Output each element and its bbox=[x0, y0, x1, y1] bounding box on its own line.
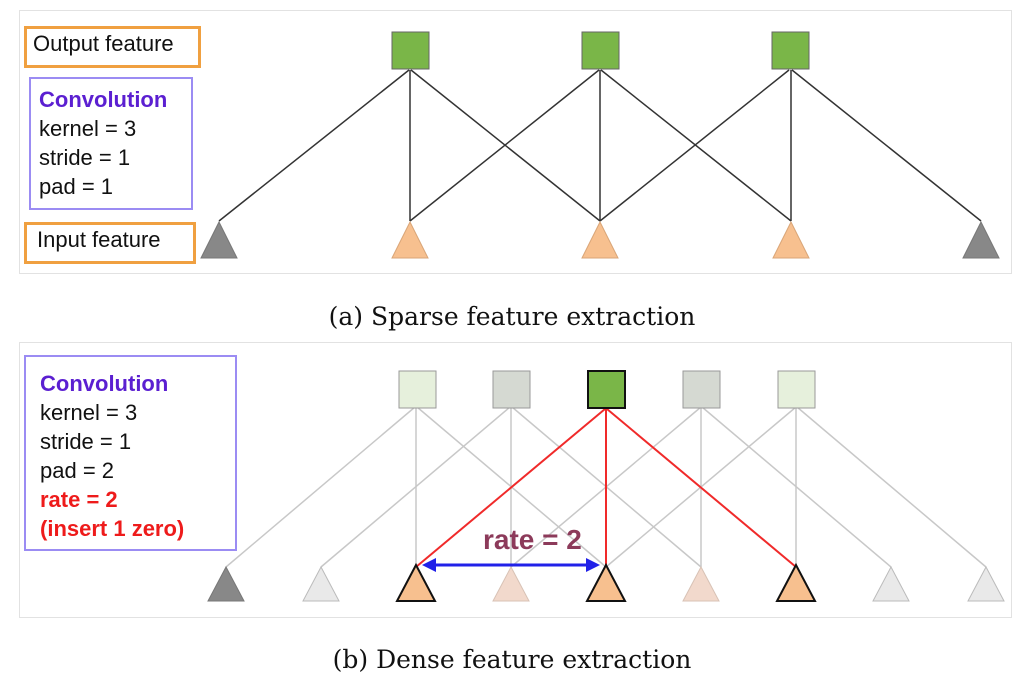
kernel-param: kernel = 3 bbox=[40, 400, 138, 425]
dense-active-edges bbox=[415, 408, 797, 568]
input-node bbox=[772, 220, 810, 259]
active-input-node bbox=[585, 562, 627, 602]
caption-b: (b) Dense feature extraction bbox=[332, 645, 692, 674]
faded-input-node bbox=[492, 565, 530, 602]
output-node-faded bbox=[398, 370, 437, 409]
conv-title: Convolution bbox=[40, 371, 169, 396]
dense-faded-edges bbox=[225, 406, 987, 568]
dense-output-nodes bbox=[398, 370, 816, 409]
zero-input-node bbox=[872, 565, 910, 602]
edge bbox=[225, 406, 416, 568]
edge bbox=[600, 69, 792, 222]
rate-arrow bbox=[422, 558, 600, 572]
input-node bbox=[581, 220, 619, 259]
zero-input-node bbox=[302, 565, 340, 602]
edge bbox=[791, 69, 982, 222]
insert-zero-note: (insert 1 zero) bbox=[40, 516, 185, 541]
output-feature-text: Output feature bbox=[33, 31, 174, 56]
zero-input-node bbox=[967, 565, 1005, 602]
output-node bbox=[771, 31, 810, 70]
output-node-faded bbox=[492, 370, 531, 409]
active-edge bbox=[606, 408, 797, 568]
sparse-edges bbox=[218, 69, 982, 222]
sparse-conv-params-box: Convolution kernel = 3 stride = 1 pad = … bbox=[29, 77, 193, 210]
output-node-faded bbox=[777, 370, 816, 409]
pad-param: pad = 2 bbox=[40, 458, 115, 483]
dense-extraction-panel: rate = 2 Convolution kernel = 3 stride =… bbox=[19, 342, 1012, 618]
dense-input-nodes bbox=[207, 562, 1005, 602]
output-node bbox=[391, 31, 430, 70]
output-feature-label: Output feature bbox=[24, 26, 201, 68]
edge bbox=[218, 69, 410, 222]
active-edge bbox=[415, 408, 606, 568]
edge bbox=[320, 406, 511, 568]
input-feature-label: Input feature bbox=[24, 222, 196, 264]
pad-input-node bbox=[207, 565, 245, 602]
active-input-node bbox=[775, 562, 817, 602]
pad-input-node bbox=[200, 220, 238, 259]
output-node-active bbox=[587, 370, 626, 409]
faded-input-node bbox=[682, 565, 720, 602]
caption-a: (a) Sparse feature extraction bbox=[328, 302, 696, 331]
stride-param: stride = 1 bbox=[39, 145, 131, 170]
output-node-faded bbox=[682, 370, 721, 409]
edge bbox=[796, 406, 987, 568]
rate-annotation: rate = 2 bbox=[483, 524, 582, 555]
sparse-diagram bbox=[200, 31, 1000, 259]
pad-param: pad = 1 bbox=[39, 174, 114, 199]
edge bbox=[599, 69, 790, 222]
pad-input-node bbox=[962, 220, 1000, 259]
input-node bbox=[391, 220, 429, 259]
sparse-extraction-panel: Output feature Convolution kernel = 3 st… bbox=[19, 10, 1012, 274]
edge bbox=[409, 69, 600, 222]
arrowhead-right bbox=[586, 558, 600, 572]
rate-param: rate = 2 bbox=[40, 487, 118, 512]
active-input-node bbox=[395, 562, 437, 602]
arrowhead-left bbox=[422, 558, 436, 572]
conv-title: Convolution bbox=[39, 87, 168, 112]
dense-diagram: rate = 2 bbox=[207, 370, 1005, 602]
sparse-output-nodes bbox=[391, 31, 810, 70]
kernel-param: kernel = 3 bbox=[39, 116, 137, 141]
sparse-input-nodes bbox=[200, 220, 1000, 259]
dense-conv-params-box: Convolution kernel = 3 stride = 1 pad = … bbox=[24, 355, 237, 551]
output-node bbox=[581, 31, 620, 70]
stride-param: stride = 1 bbox=[40, 429, 132, 454]
input-feature-text: Input feature bbox=[37, 227, 161, 252]
